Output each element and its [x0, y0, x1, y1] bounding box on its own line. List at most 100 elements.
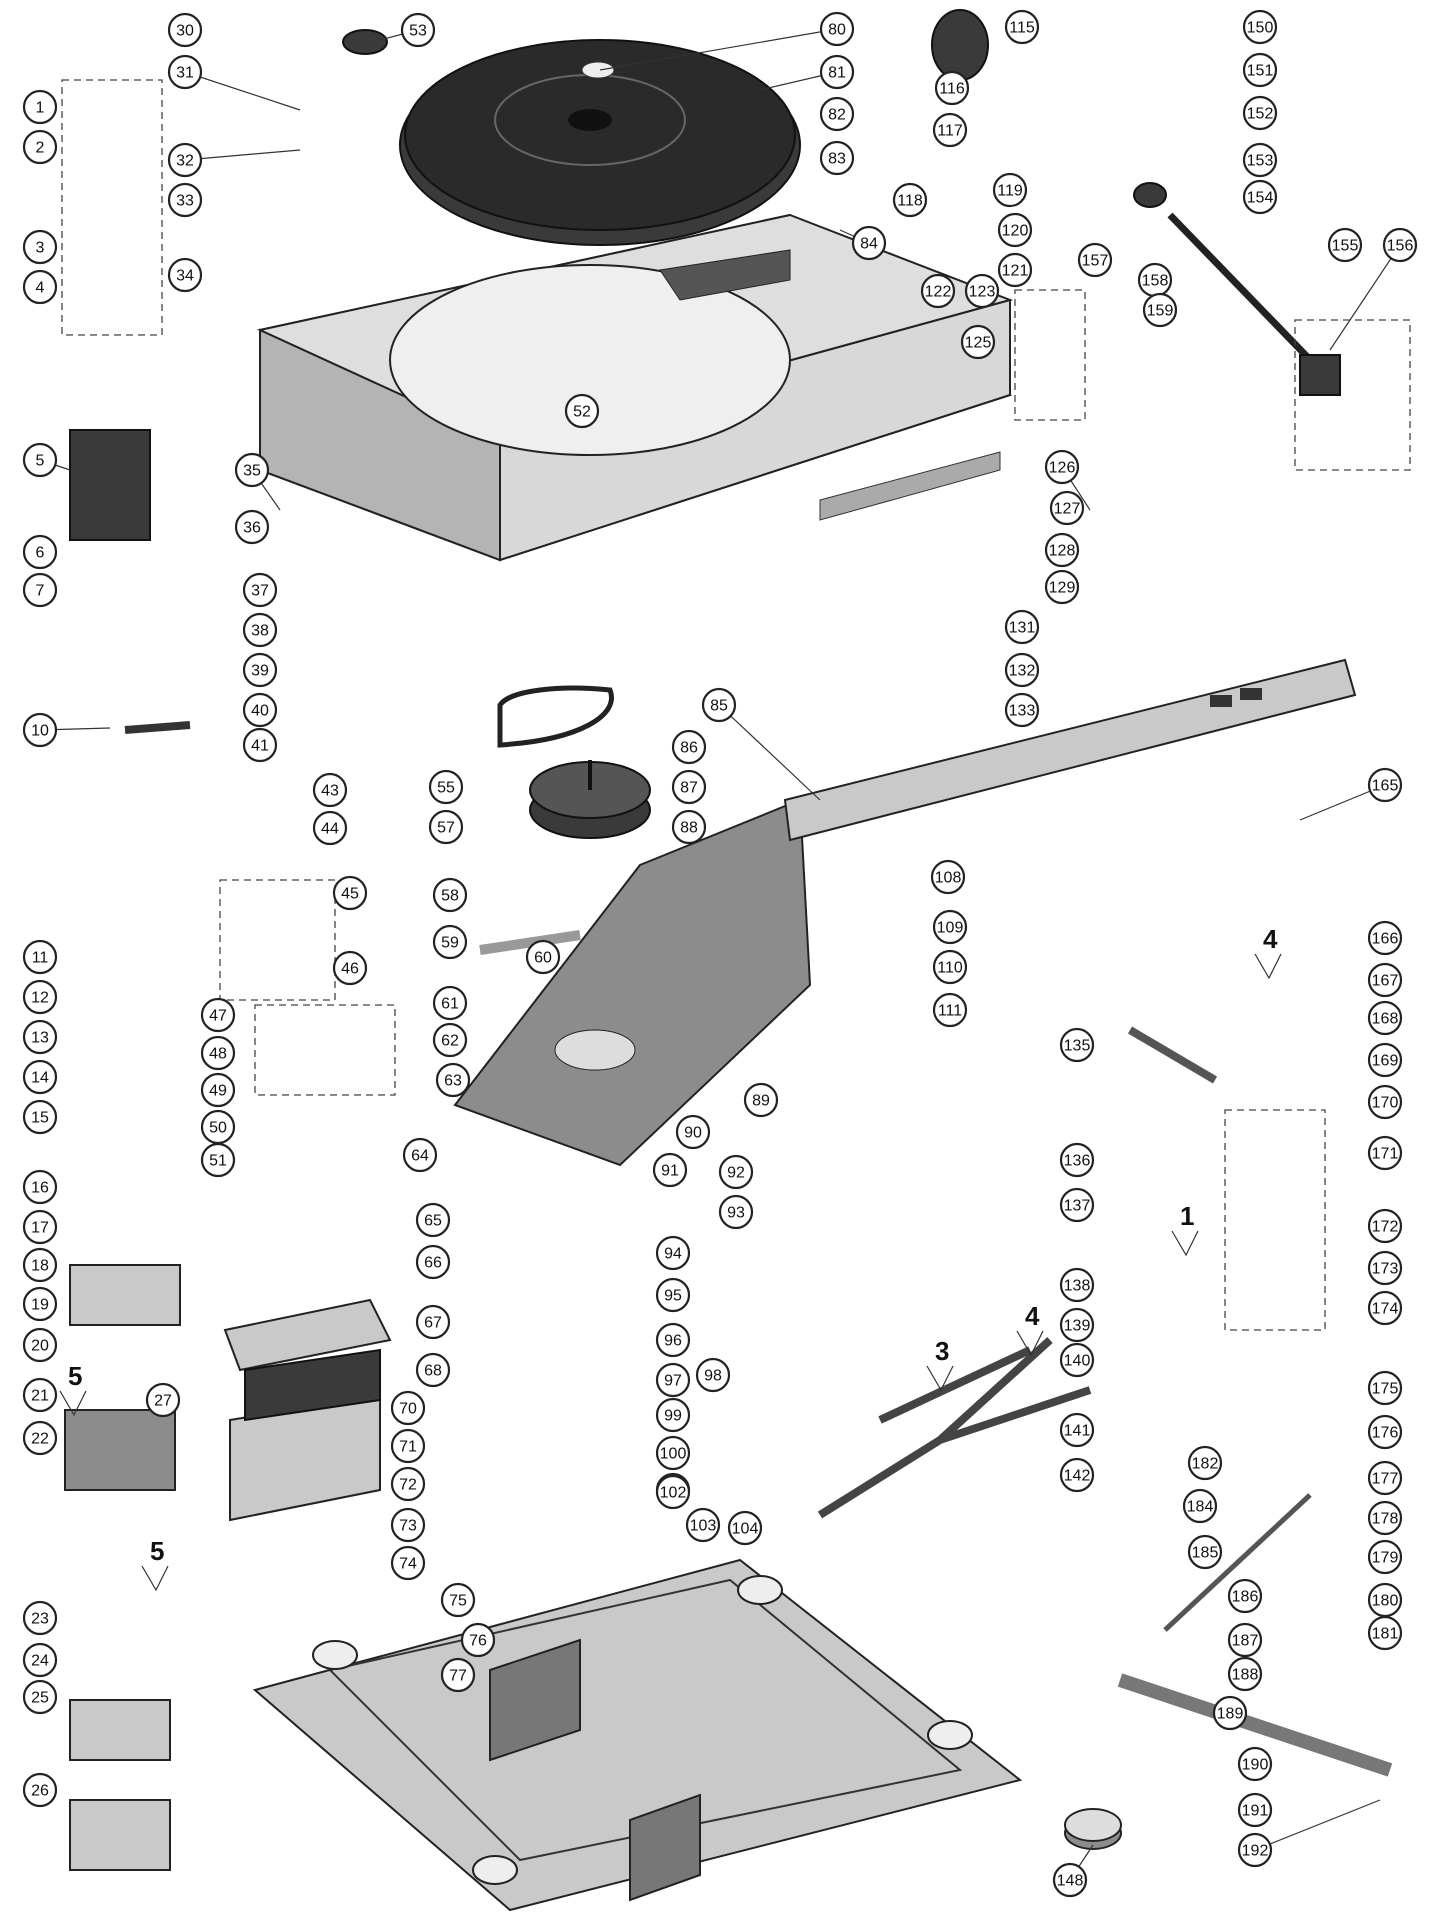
callout-181: 181: [1367, 1615, 1403, 1651]
callout-circle: [930, 859, 966, 895]
callout-label: 17: [31, 1220, 49, 1237]
callout-187: 187: [1227, 1622, 1263, 1658]
callout-label: 117: [937, 123, 963, 140]
callout-label: 109: [937, 920, 964, 937]
callout-circle: [1367, 1460, 1403, 1496]
callout-175: 175: [1367, 1370, 1403, 1406]
callout-46: 46: [332, 950, 368, 986]
callout-label: 141: [1064, 1423, 1091, 1440]
callout-55: 55: [428, 769, 464, 805]
callout-label: 10: [31, 723, 49, 740]
callout-circle: [1059, 1342, 1095, 1378]
callout-33: 33: [167, 182, 203, 218]
callout-label: 62: [441, 1033, 459, 1050]
callout-115: 115: [1004, 9, 1040, 45]
callout-circle: [819, 140, 855, 176]
callout-circle: [242, 727, 278, 763]
callout-87: 87: [671, 769, 707, 805]
callout-circle: [390, 1390, 426, 1426]
callout-41: 41: [242, 727, 278, 763]
callout-1: 1: [22, 89, 58, 125]
callout-10: 10: [22, 712, 58, 748]
callout-label: 93: [727, 1205, 745, 1222]
callout-51: 51: [200, 1142, 236, 1178]
callout-label: 156: [1387, 238, 1414, 255]
callout-138: 138: [1059, 1267, 1095, 1303]
callout-label: 82: [828, 107, 846, 124]
callout-circle: [390, 1428, 426, 1464]
callout-label: 39: [251, 663, 269, 680]
callout-53: 53: [400, 12, 436, 48]
callout-circle: [932, 949, 968, 985]
callout-153: 153: [1242, 142, 1278, 178]
group-box-126: [1014, 289, 1086, 421]
part-box-22: [64, 1409, 176, 1491]
callout-circle: [234, 509, 270, 545]
callout-label: 16: [31, 1180, 49, 1197]
callout-174: 174: [1367, 1290, 1403, 1326]
callout-circle: [1242, 95, 1278, 131]
callout-label: 22: [31, 1431, 49, 1448]
callout-label: 150: [1247, 20, 1274, 37]
callout-circle: [997, 252, 1033, 288]
callout-circle: [1227, 1656, 1263, 1692]
callout-110: 110: [932, 949, 968, 985]
callout-label: 133: [1009, 703, 1036, 720]
callout-125: 125: [960, 324, 996, 360]
callout-circle: [200, 1035, 236, 1071]
callout-circle: [671, 729, 707, 765]
callout-label: 65: [424, 1213, 442, 1230]
callout-64: 64: [402, 1137, 438, 1173]
callout-122: 122: [920, 273, 956, 309]
callout-label: 11: [32, 950, 49, 967]
callout-label: 75: [449, 1593, 467, 1610]
callout-34: 34: [167, 257, 203, 293]
callout-circle: [1044, 532, 1080, 568]
arrow-mark: [141, 1565, 169, 1592]
callout-48: 48: [200, 1035, 236, 1071]
callout-35: 35: [234, 452, 270, 488]
callout-label: 12: [31, 990, 49, 1007]
callout-label: 87: [680, 780, 698, 797]
callout-5: 5: [22, 442, 58, 478]
callout-label: 123: [969, 284, 996, 301]
group-box-45-46: [219, 879, 336, 1001]
callout-circle: [22, 572, 58, 608]
callout-circle: [655, 1362, 691, 1398]
callout-circle: [1367, 1208, 1403, 1244]
callout-88: 88: [671, 809, 707, 845]
callout-135: 135: [1059, 1027, 1095, 1063]
callout-39: 39: [242, 652, 278, 688]
callout-74: 74: [390, 1545, 426, 1581]
callout-circle: [332, 950, 368, 986]
callout-94: 94: [655, 1235, 691, 1271]
callout-label: 152: [1247, 106, 1274, 123]
callout-127: 127: [1049, 490, 1085, 526]
callout-label: 182: [1192, 1456, 1219, 1473]
callout-label: 155: [1332, 238, 1359, 255]
callout-111: 111: [932, 992, 968, 1028]
callout-label: 61: [441, 996, 459, 1013]
callout-circle: [1367, 1414, 1403, 1450]
callout-label: 15: [31, 1110, 49, 1127]
callout-label: 91: [661, 1163, 679, 1180]
callout-91: 91: [652, 1152, 688, 1188]
callout-circle: [655, 1474, 691, 1510]
callout-label: 158: [1142, 273, 1169, 290]
callout-25: 25: [22, 1679, 58, 1715]
callout-50: 50: [200, 1109, 236, 1145]
callout-label: 139: [1064, 1318, 1091, 1335]
callout-circle: [234, 452, 270, 488]
arrow-label-1: 1: [1180, 1201, 1194, 1231]
callout-108: 108: [930, 859, 966, 895]
callout-label: 77: [449, 1668, 467, 1685]
callout-circle: [1367, 1084, 1403, 1120]
callout-circle: [1187, 1445, 1223, 1481]
arrow-mark: [59, 1390, 87, 1417]
callout-label: 192: [1242, 1843, 1269, 1860]
callout-label: 96: [664, 1333, 682, 1350]
callout-52: 52: [564, 393, 600, 429]
callout-circle: [1367, 1539, 1403, 1575]
callout-group: 1234567101112131415161718192021222324252…: [22, 9, 1418, 1898]
callout-60: 60: [525, 939, 561, 975]
